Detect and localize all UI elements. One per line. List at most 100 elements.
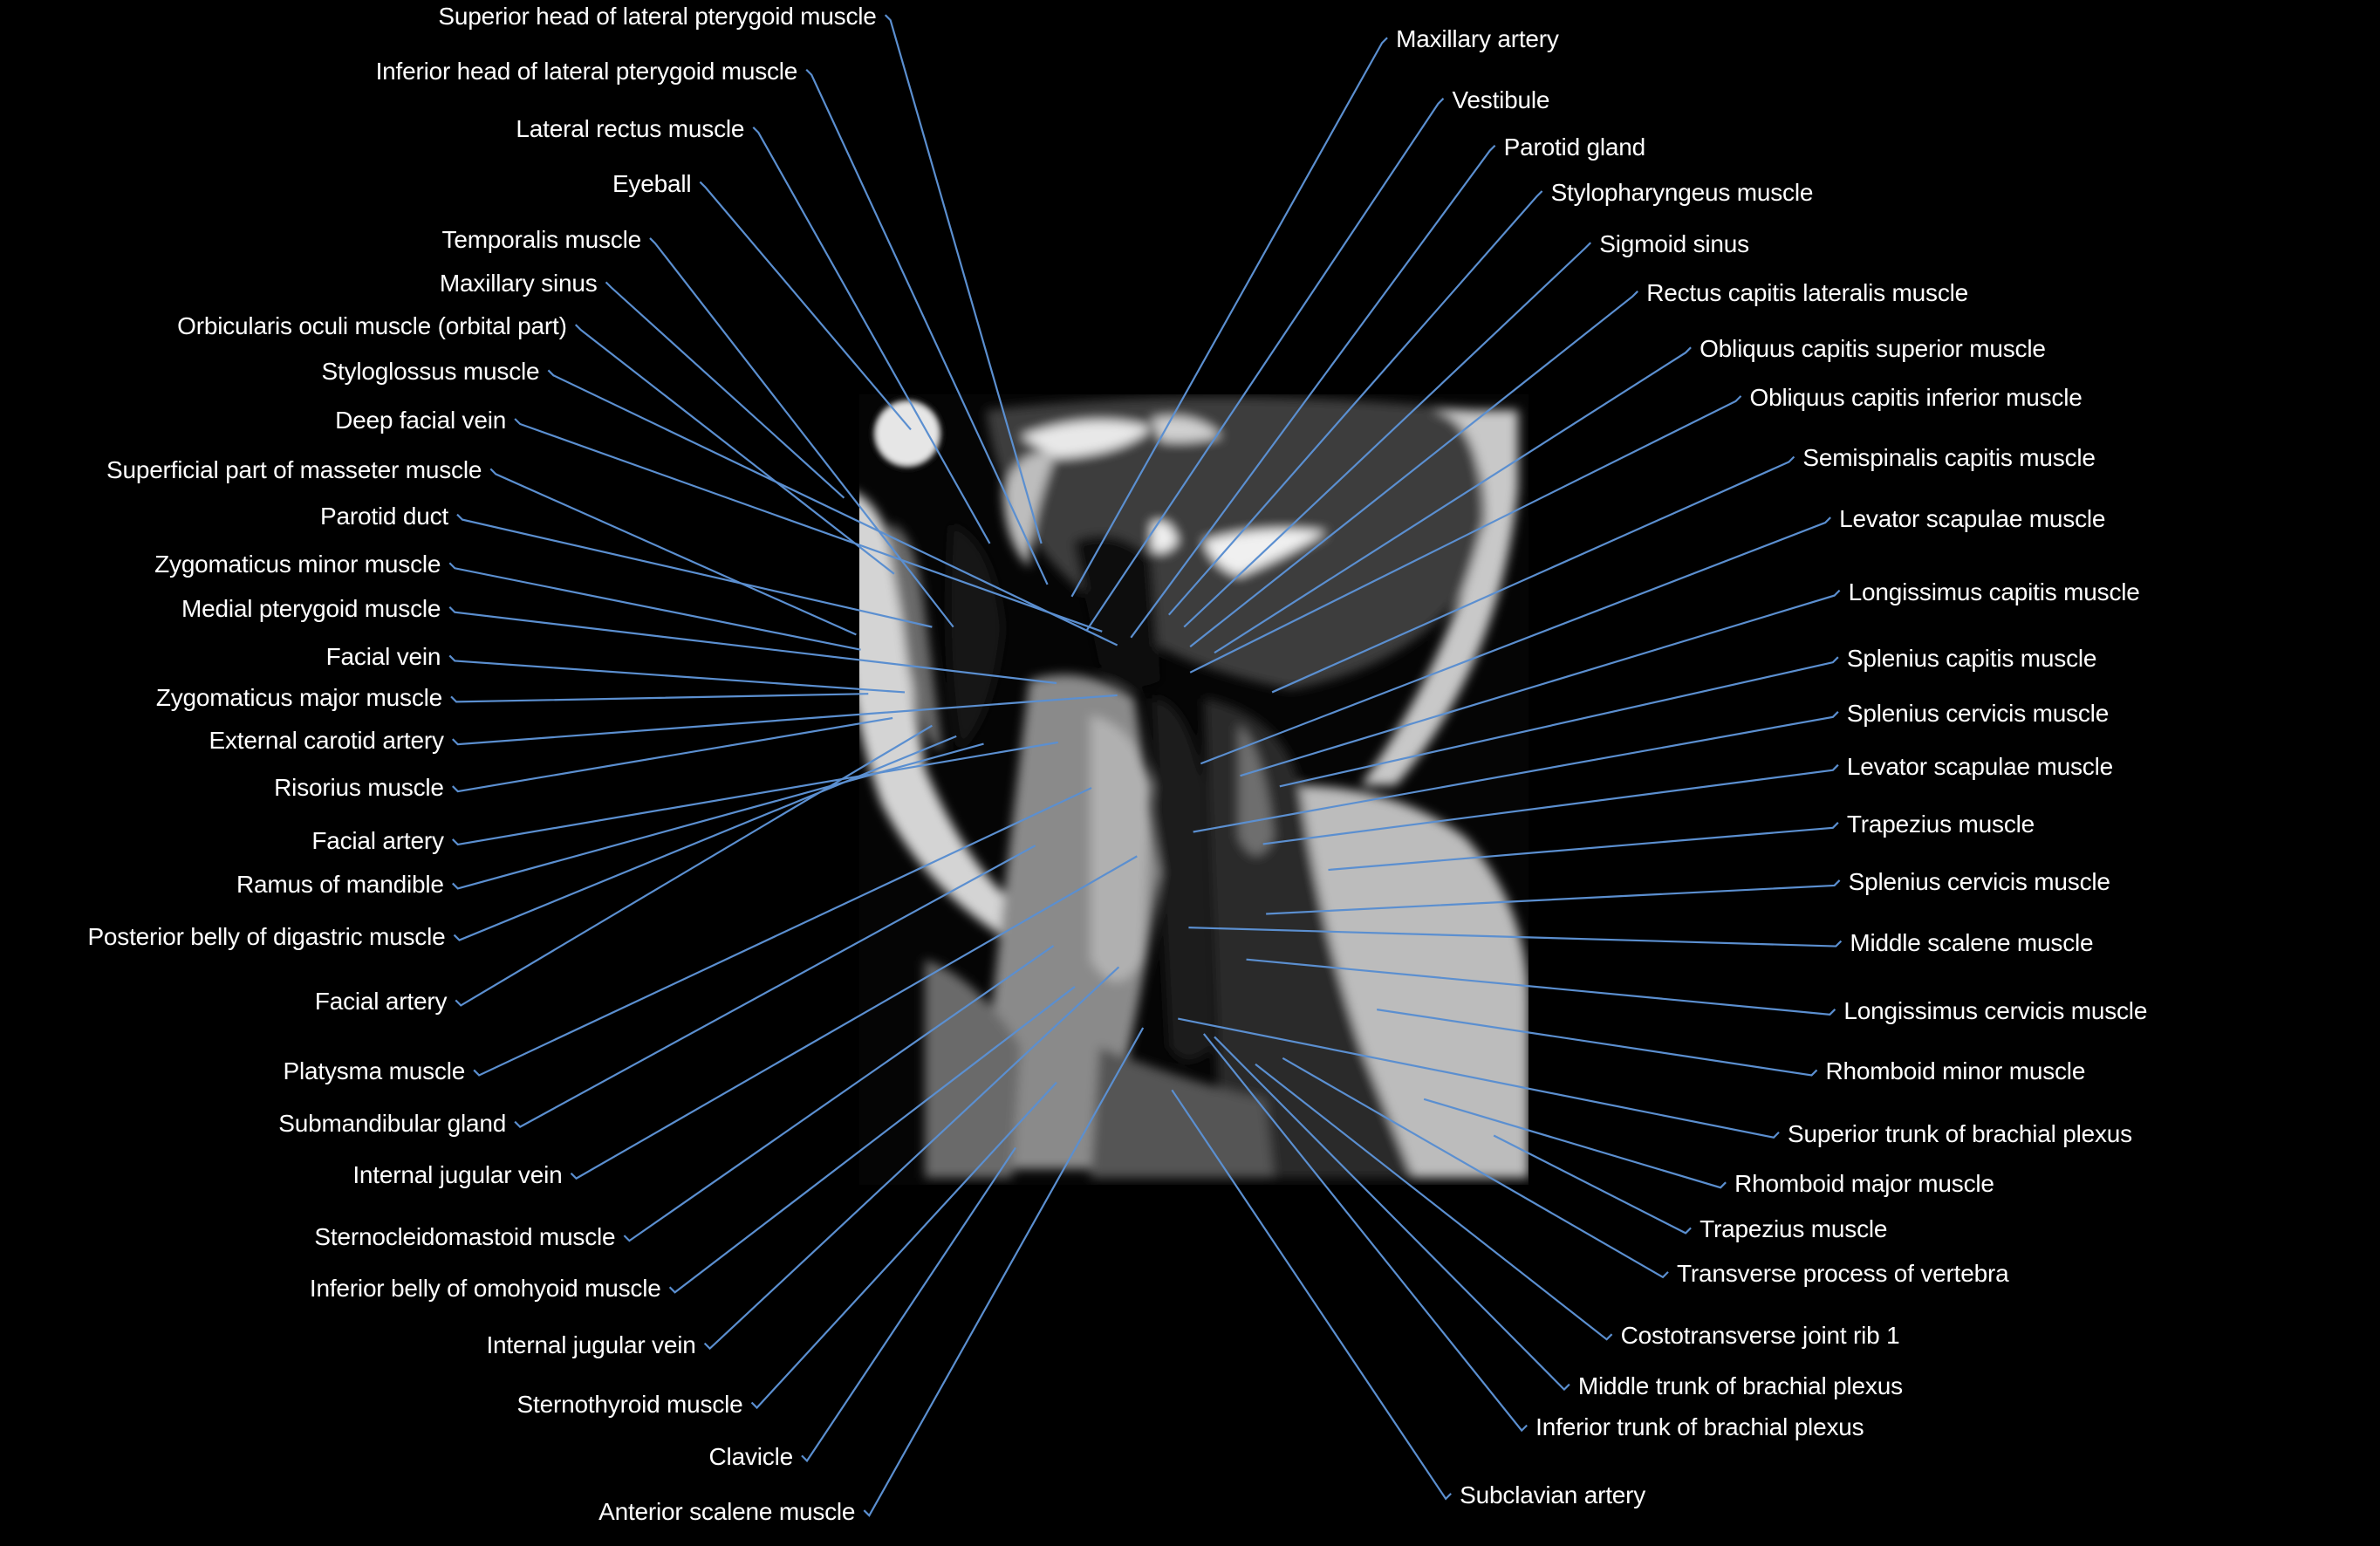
label-submandibular-gland: Submandibular gland [278,1109,507,1137]
label-external-carotid-artery: External carotid artery [209,727,444,755]
label-splenius-cervicis-muscle: Splenius cervicis muscle [1846,699,2110,727]
label-splenius-cervicis-muscle: Splenius cervicis muscle [1848,867,2110,895]
label-facial-vein: Facial vein [325,643,441,671]
label-obliquus-capitis-inferior-muscle: Obliquus capitis inferior muscle [1749,383,2082,411]
label-internal-jugular-vein: Internal jugular vein [486,1331,696,1358]
left-clavicle-leader-line [801,1146,1016,1463]
label-trapezius-muscle: Trapezius muscle [1846,810,2035,838]
label-semispinalis-capitis-muscle: Semispinalis capitis muscle [1802,444,2096,472]
left-eyeball-leader-line [699,181,912,431]
label-inferior-trunk-of-brachial-plexus: Inferior trunk of brachial plexus [1535,1413,1864,1440]
label-eyeball: Eyeball [612,169,692,197]
left-sternothyroid-muscle-leader-line [750,1081,1057,1410]
left-zygomaticus-minor-muscle-leader-line [448,562,861,651]
label-facial-artery: Facial artery [311,826,444,854]
right-semispinalis-capitis-muscle-leader-line [1271,455,1795,694]
label-medial-pterygoid-muscle: Medial pterygoid muscle [181,594,441,622]
left-facial-vein-leader-line [448,654,906,694]
label-rhomboid-minor-muscle: Rhomboid minor muscle [1825,1057,2086,1085]
left-submandibular-gland-leader-line [514,845,1036,1128]
left-superficial-part-of-masseter-muscle-leader-line [489,468,857,636]
label-styloglossus-muscle: Styloglossus muscle [321,358,540,386]
label-middle-trunk-of-brachial-plexus: Middle trunk of brachial plexus [1577,1372,1903,1399]
left-internal-jugular-vein-leader-line [570,855,1138,1180]
label-inferior-head-of-lateral-pterygoid-muscle: Inferior head of lateral pterygoid muscl… [375,57,798,85]
left-medial-pterygoid-muscle-leader-line [448,605,1057,685]
label-longissimus-cervicis-muscle: Longissimus cervicis muscle [1843,996,2148,1024]
right-vestibule-leader-line [1085,98,1445,631]
left-internal-jugular-vein-leader-line [703,966,1120,1351]
label-risorius-muscle: Risorius muscle [274,774,444,802]
label-rhomboid-major-muscle: Rhomboid major muscle [1734,1170,1994,1198]
mri-image [859,394,1529,1185]
label-temporalis-muscle: Temporalis muscle [441,225,642,253]
label-splenius-capitis-muscle: Splenius capitis muscle [1846,645,2097,673]
left-external-carotid-artery-leader-line [452,694,1118,746]
left-platysma-muscle-leader-line [473,787,1092,1077]
left-orbicularis-oculi-muscle-orbital-part-leader-line [574,324,895,575]
right-trapezius-muscle-leader-line [1328,822,1839,872]
left-inferior-belly-of-omohyoid-muscle-leader-line [668,986,1076,1294]
right-splenius-capitis-muscle-leader-line [1279,656,1839,788]
label-anterior-scalene-muscle: Anterior scalene muscle [598,1498,856,1526]
right-costotransverse-joint-rib-1-leader-line [1255,1063,1613,1341]
right-obliquus-capitis-superior-muscle-leader-line [1214,346,1692,654]
left-parotid-duct-leader-line [456,513,933,628]
label-maxillary-sinus: Maxillary sinus [439,270,598,298]
right-rhomboid-minor-muscle-leader-line [1377,1009,1818,1077]
right-middle-trunk-of-brachial-plexus-leader-line [1214,1036,1570,1392]
right-parotid-gland-leader-line [1130,145,1496,639]
right-maxillary-artery-leader-line [1070,37,1388,598]
right-transverse-process-of-vertebra-leader-line [1282,1057,1669,1279]
label-transverse-process-of-vertebra: Transverse process of vertebra [1677,1259,2009,1287]
label-parotid-duct: Parotid duct [319,502,448,530]
label-superficial-part-of-masseter-muscle: Superficial part of masseter muscle [106,456,482,484]
left-temporalis-muscle-leader-line [649,237,954,628]
right-subclavian-artery-leader-line [1171,1089,1452,1501]
right-rhomboid-major-muscle-leader-line [1423,1098,1727,1189]
right-superior-trunk-of-brachial-plexus-leader-line [1178,1017,1780,1139]
label-sternocleidomastoid-muscle: Sternocleidomastoid muscle [314,1223,616,1251]
right-longissimus-cervicis-muscle-leader-line [1246,958,1836,1016]
left-facial-artery-leader-line [455,724,933,1007]
left-deep-facial-vein-leader-line [514,418,1103,633]
label-superior-trunk-of-brachial-plexus: Superior trunk of brachial plexus [1788,1119,2132,1147]
right-levator-scapulae-muscle-leader-line [1262,763,1839,845]
right-longissimus-capitis-muscle-leader-line [1240,589,1841,777]
left-maxillary-sinus-leader-line [605,281,845,499]
label-sternothyroid-muscle: Sternothyroid muscle [516,1390,743,1418]
label-parotid-gland: Parotid gland [1503,133,1646,161]
label-posterior-belly-of-digastric-muscle: Posterior belly of digastric muscle [87,922,446,950]
right-rectus-capitis-lateralis-muscle-leader-line [1189,291,1638,648]
label-middle-scalene-muscle: Middle scalene muscle [1850,928,2094,956]
right-inferior-trunk-of-brachial-plexus-leader-line [1202,1033,1528,1433]
right-sigmoid-sinus-leader-line [1183,242,1592,628]
label-costotransverse-joint-rib-1: Costotransverse joint rib 1 [1620,1322,1900,1350]
left-inferior-head-of-lateral-pterygoid-muscle-leader-line [805,69,1049,585]
label-platysma-muscle: Platysma muscle [283,1057,466,1085]
label-zygomaticus-minor-muscle: Zygomaticus minor muscle [154,551,441,578]
left-zygomaticus-major-muscle-leader-line [450,693,869,703]
label-maxillary-artery: Maxillary artery [1396,25,1559,53]
label-facial-artery: Facial artery [314,988,448,1016]
left-ramus-of-mandible-leader-line [452,742,984,890]
label-orbicularis-oculi-muscle-orbital-part: Orbicularis oculi muscle (orbital part) [177,312,567,340]
label-rectus-capitis-lateralis-muscle: Rectus capitis lateralis muscle [1646,278,1969,306]
right-splenius-cervicis-muscle-leader-line [1266,879,1841,915]
label-levator-scapulae-muscle: Levator scapulae muscle [1839,505,2106,533]
label-levator-scapulae-muscle: Levator scapulae muscle [1846,752,2113,780]
left-lateral-rectus-muscle-leader-line [752,127,991,544]
label-lateral-rectus-muscle: Lateral rectus muscle [516,114,745,142]
left-sternocleidomastoid-muscle-leader-line [623,945,1055,1242]
left-risorius-muscle-leader-line [452,716,893,793]
right-levator-scapulae-muscle-leader-line [1200,516,1831,765]
label-vestibule: Vestibule [1452,86,1550,113]
left-styloglossus-muscle-leader-line [547,369,1118,646]
label-sigmoid-sinus: Sigmoid sinus [1599,230,1749,258]
right-stylopharyngeus-muscle-leader-line [1167,190,1543,616]
label-obliquus-capitis-superior-muscle: Obliquus capitis superior muscle [1700,335,2046,363]
right-obliquus-capitis-inferior-muscle-leader-line [1189,395,1742,674]
label-stylopharyngeus-muscle: Stylopharyngeus muscle [1550,178,1814,206]
label-trapezius-muscle: Trapezius muscle [1700,1215,1888,1243]
